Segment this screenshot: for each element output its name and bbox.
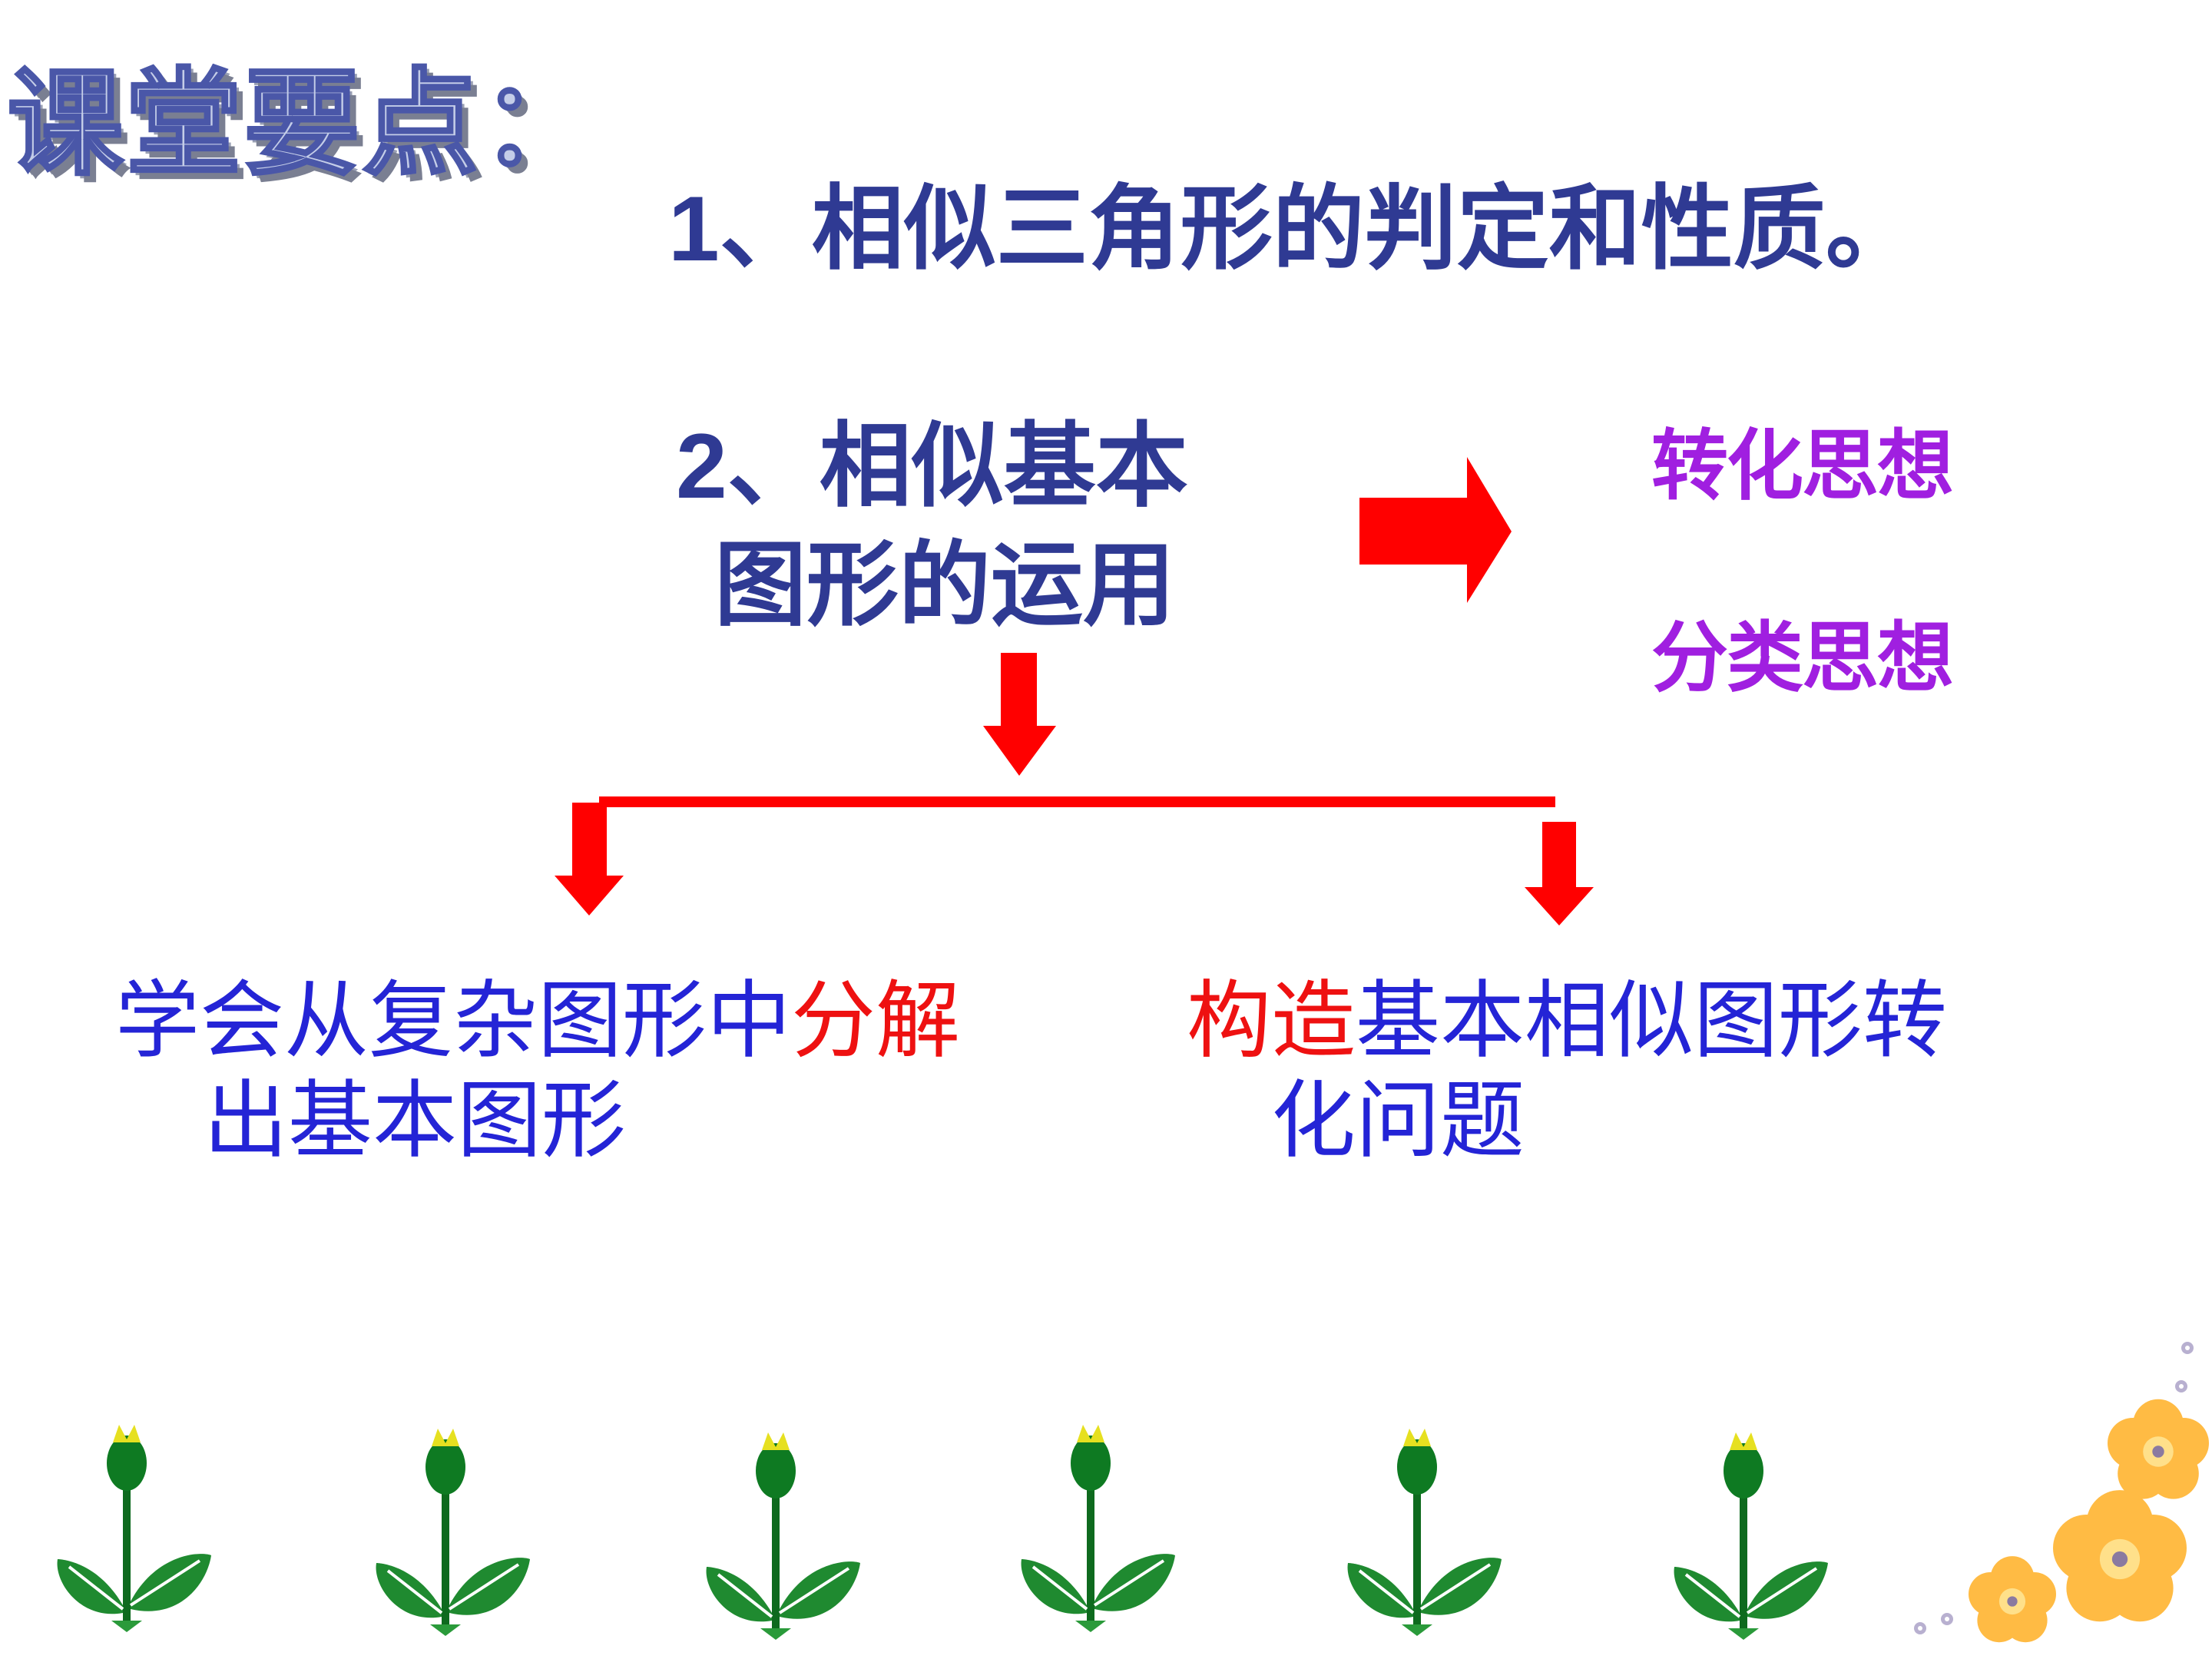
left-down-arrow-icon (555, 803, 624, 916)
left-branch-text: 学会从复杂图形中分解 出基本图形 (115, 972, 960, 1171)
right-arrow-icon (1359, 457, 1512, 603)
right-branch-line-2: 化问题 (1271, 1074, 1525, 1168)
flower-icon (2053, 1490, 2187, 1622)
flower-icon (2108, 1399, 2209, 1499)
sparkle-icon (1941, 1613, 1953, 1625)
method-classify: 分类思想 (1651, 612, 1954, 703)
down-arrow-icon (983, 653, 1056, 776)
sparkle-icon (1914, 1622, 1926, 1634)
point-2-line-2: 图形的运用 (714, 534, 1175, 637)
method-transform: 转化思想 (1651, 420, 1954, 511)
point-1: 1、相似三角形的判定和性质。 (668, 177, 1918, 280)
right-down-arrow-icon (1525, 822, 1594, 926)
right-branch-highlight: 构造 (1187, 974, 1356, 1068)
left-branch-line-2: 出基本图形 (204, 1074, 626, 1168)
left-branch-line-1: 学会从复杂图形中分解 (115, 974, 960, 1068)
point-2: 2、相似基本 图形的运用 (676, 407, 1188, 645)
point-2-line-1: 2、相似基本 (676, 415, 1188, 518)
left-branch-highlight: 分解 (791, 974, 960, 1068)
branch-line (599, 796, 1555, 807)
flower-icon (1969, 1556, 2056, 1643)
right-branch-line-1: 构造基本相似图形转 (1187, 974, 1947, 1068)
sparkle-icon (2175, 1380, 2187, 1392)
right-branch-text: 构造基本相似图形转 化问题 (1187, 972, 1947, 1171)
slide-title: 课堂要点： (6, 55, 600, 193)
sparkle-icon (2181, 1342, 2194, 1354)
